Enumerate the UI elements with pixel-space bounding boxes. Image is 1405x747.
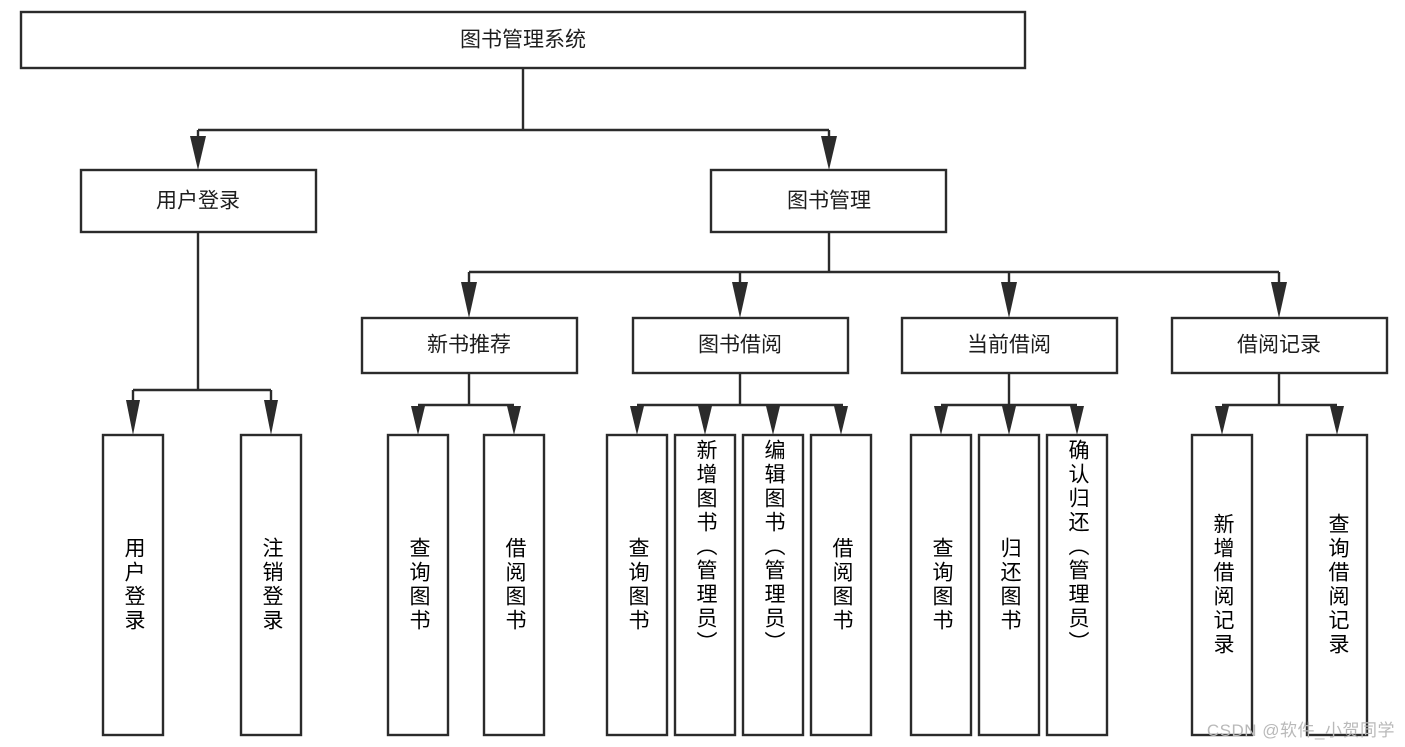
- leaf-user-login-box[interactable]: [101, 433, 165, 737]
- leaf-query-record-label: 查询借阅记录: [1326, 513, 1349, 657]
- leaf-query-book-2-box[interactable]: [605, 433, 669, 737]
- node-book-management-box[interactable]: [709, 168, 948, 234]
- leaf-query-book-1-label: 查询图书: [407, 537, 430, 633]
- arrow-head-leaf-user-login: [126, 400, 140, 435]
- leaf-add-book[interactable]: 新增图书（管理员）: [673, 433, 737, 737]
- connector-group-book-borrow: [630, 373, 848, 435]
- node-root-label: 图书管理系统: [460, 29, 586, 52]
- node-borrow-record-label: 借阅记录: [1237, 334, 1321, 357]
- node-borrow-record[interactable]: 借阅记录: [1170, 316, 1389, 375]
- leaf-borrow-book-2[interactable]: 借阅图书: [809, 433, 873, 737]
- leaf-add-record[interactable]: 新增借阅记录: [1190, 433, 1254, 737]
- node-root[interactable]: 图书管理系统: [19, 10, 1027, 70]
- arrow-head-leaf-confirm-return: [1070, 406, 1084, 435]
- leaf-return-book[interactable]: 归还图书: [977, 433, 1041, 737]
- arrow-head-leaf-borrow-book-1: [507, 406, 521, 435]
- arrow-head-borrow-record: [1271, 282, 1287, 318]
- node-book-borrow-box[interactable]: [631, 316, 850, 375]
- arrow-head-new-book-recommend: [461, 282, 477, 318]
- leaf-query-book-2[interactable]: 查询图书: [605, 433, 669, 737]
- node-book-borrow-label: 图书借阅: [698, 334, 782, 357]
- connector-group-borrow-record: [1215, 373, 1344, 435]
- arrow-head-user-login: [190, 136, 206, 170]
- connector-group-root: [190, 68, 837, 170]
- node-user-login-label: 用户登录: [156, 190, 240, 213]
- node-new-book-recommend-box[interactable]: [360, 316, 579, 375]
- leaf-user-login[interactable]: 用户登录: [101, 433, 165, 737]
- arrow-head-leaf-return-book: [1002, 406, 1016, 435]
- leaf-borrow-book-2-label: 借阅图书: [830, 537, 853, 633]
- node-book-management-label: 图书管理: [787, 190, 871, 213]
- leaf-logout-login-label: 注销登录: [260, 537, 283, 633]
- leaf-logout-login-box[interactable]: [239, 433, 303, 737]
- leaf-confirm-return[interactable]: 确认归还（管理员）: [1045, 433, 1109, 737]
- leaf-query-book-1[interactable]: 查询图书: [386, 433, 450, 737]
- leaf-add-record-label: 新增借阅记录: [1211, 513, 1234, 657]
- leaf-add-book-box[interactable]: [673, 433, 737, 737]
- leaf-confirm-return-box[interactable]: [1045, 433, 1109, 737]
- node-user-login-box[interactable]: [79, 168, 318, 234]
- leaf-borrow-book-1-label: 借阅图书: [503, 537, 526, 633]
- arrow-head-leaf-add-record: [1215, 406, 1229, 435]
- leaf-borrow-book-2-box[interactable]: [809, 433, 873, 737]
- leaf-borrow-book-1-box[interactable]: [482, 433, 546, 737]
- connector-group-current-borrow: [934, 373, 1084, 435]
- leaf-query-book-3[interactable]: 查询图书: [909, 433, 973, 737]
- arrow-head-leaf-query-record: [1330, 406, 1344, 435]
- node-current-borrow-box[interactable]: [900, 316, 1119, 375]
- node-borrow-record-box[interactable]: [1170, 316, 1389, 375]
- leaf-query-book-1-box[interactable]: [386, 433, 450, 737]
- leaf-query-book-3-label: 查询图书: [930, 537, 953, 633]
- arrow-head-leaf-query-book-2: [630, 406, 644, 435]
- leaf-logout-login[interactable]: 注销登录: [239, 433, 303, 737]
- leaf-return-book-label: 归还图书: [998, 537, 1021, 633]
- node-book-management[interactable]: 图书管理: [709, 168, 948, 234]
- leaf-query-book-2-label: 查询图书: [626, 537, 649, 633]
- arrow-head-leaf-logout-login: [264, 400, 278, 435]
- node-current-borrow[interactable]: 当前借阅: [900, 316, 1119, 375]
- connector-group-user-login: [126, 232, 278, 435]
- node-root-box[interactable]: [19, 10, 1027, 70]
- arrow-head-book-borrow: [732, 282, 748, 318]
- node-current-borrow-label: 当前借阅: [967, 334, 1051, 357]
- node-user-login[interactable]: 用户登录: [79, 168, 318, 234]
- leaf-query-record[interactable]: 查询借阅记录: [1305, 433, 1369, 737]
- leaf-add-record-box[interactable]: [1190, 433, 1254, 737]
- node-new-book-recommend[interactable]: 新书推荐: [360, 316, 579, 375]
- leaf-add-book-label: 新增图书（管理员）: [694, 439, 717, 655]
- node-new-book-recommend-label: 新书推荐: [427, 334, 511, 357]
- arrow-head-leaf-query-book-1: [411, 406, 425, 435]
- leaf-borrow-book-1[interactable]: 借阅图书: [482, 433, 546, 737]
- leaf-query-book-3-box[interactable]: [909, 433, 973, 737]
- arrow-head-book-management: [821, 136, 837, 170]
- leaf-edit-book-box[interactable]: [741, 433, 805, 737]
- arrow-head-leaf-add-book: [698, 406, 712, 435]
- connector-group-book-management: [461, 232, 1287, 318]
- leaf-return-book-box[interactable]: [977, 433, 1041, 737]
- leaf-user-login-label: 用户登录: [122, 537, 145, 633]
- leaf-edit-book[interactable]: 编辑图书（管理员）: [741, 433, 805, 737]
- leaf-confirm-return-label: 确认归还（管理员）: [1066, 439, 1089, 655]
- arrow-head-leaf-borrow-book-2: [834, 406, 848, 435]
- node-book-borrow[interactable]: 图书借阅: [631, 316, 850, 375]
- arrow-head-leaf-edit-book: [766, 406, 780, 435]
- leaf-query-record-box[interactable]: [1305, 433, 1369, 737]
- arrow-head-current-borrow: [1001, 282, 1017, 318]
- leaf-edit-book-label: 编辑图书（管理员）: [762, 439, 785, 655]
- connector-group-new-book-recommend: [411, 373, 521, 435]
- arrow-head-leaf-query-book-3: [934, 406, 948, 435]
